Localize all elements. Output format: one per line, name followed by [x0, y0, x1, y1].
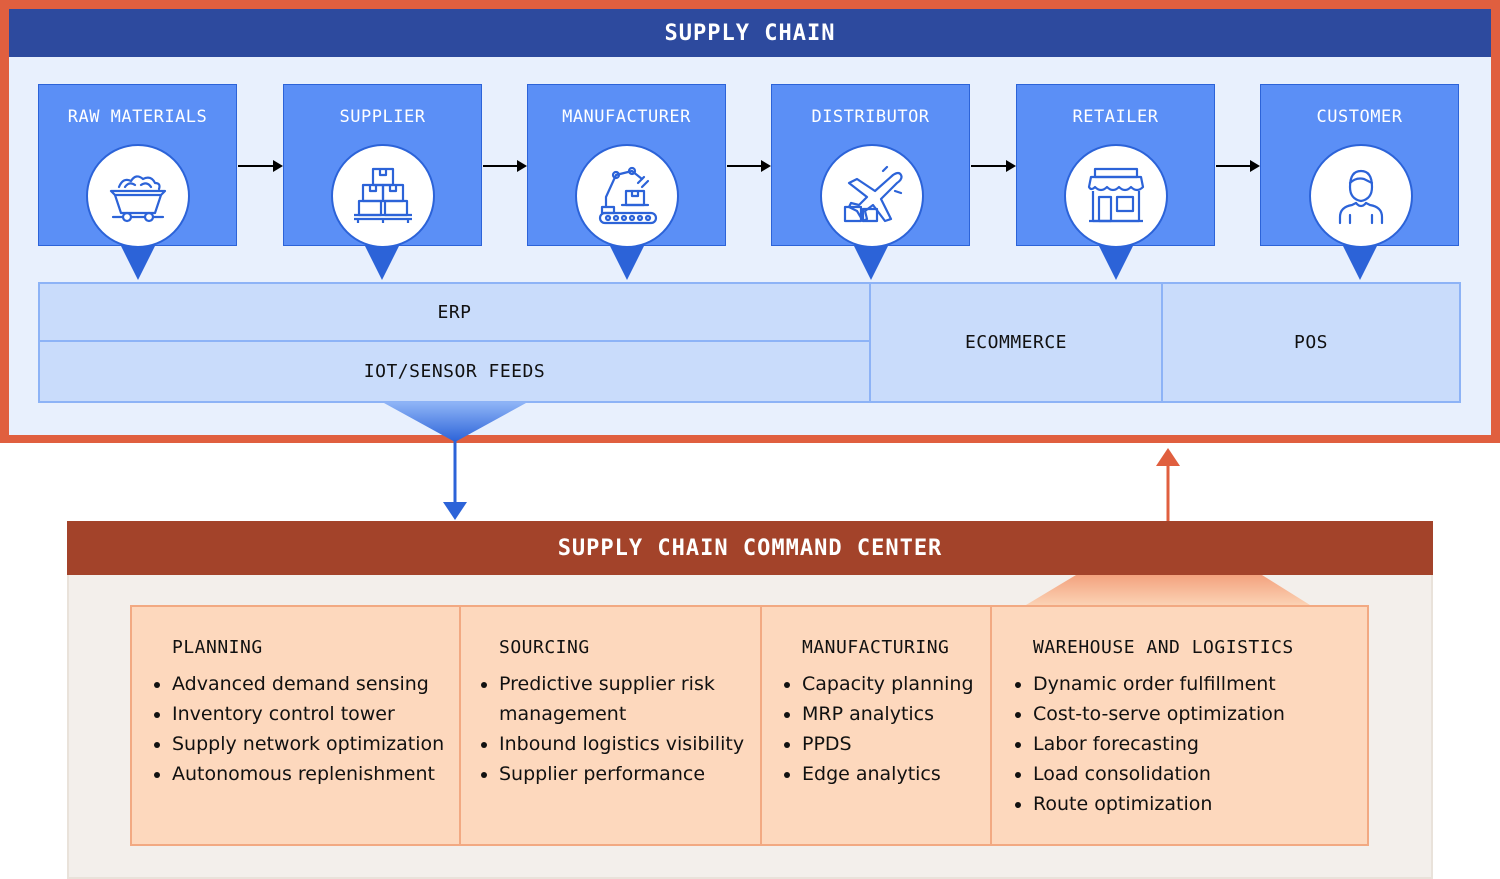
list-item: Capacity planning [802, 669, 974, 699]
list-item: Predictive supplier risk management [499, 669, 769, 729]
up-arrow-head [1156, 448, 1180, 466]
stage-pointer [365, 246, 399, 280]
airplane-boxes-icon [820, 144, 924, 248]
stage-pointer [610, 246, 644, 280]
stage-label: SUPPLIER [339, 107, 426, 127]
list-item: Autonomous replenishment [172, 759, 444, 789]
capability-title: WAREHOUSE AND LOGISTICS [1033, 637, 1294, 658]
capability-list: Capacity planning MRP analytics PPDS Edg… [784, 669, 974, 789]
stage-pointer [854, 246, 888, 280]
list-item: Advanced demand sensing [172, 669, 444, 699]
list-item: Load consolidation [1033, 759, 1285, 789]
capability-warehouse-and-logistics: WAREHOUSE AND LOGISTICS Dynamic order fu… [990, 605, 1369, 846]
system-iot-sensor-feeds: IOT/SENSOR FEEDS [38, 340, 871, 403]
insight-funnel-base [1026, 575, 1310, 605]
stage-label: RAW MATERIALS [67, 107, 208, 127]
list-item: Edge analytics [802, 759, 974, 789]
stage-pointer [1099, 246, 1133, 280]
stage-pointer [121, 246, 155, 280]
capability-title: SOURCING [499, 637, 590, 658]
flow-arrow [1216, 160, 1260, 172]
supply-chain-title: SUPPLY CHAIN [9, 9, 1491, 57]
flow-arrow [238, 160, 283, 172]
list-item: PPDS [802, 729, 974, 759]
ore-cart-icon [86, 144, 190, 248]
list-item: Inbound logistics visibility [499, 729, 769, 759]
flow-arrow [483, 160, 527, 172]
list-item: Cost-to-serve optimization [1033, 699, 1285, 729]
list-item: Labor forecasting [1033, 729, 1285, 759]
capability-manufacturing: MANUFACTURING Capacity planning MRP anal… [760, 605, 992, 846]
capability-sourcing: SOURCING Predictive supplier risk manage… [459, 605, 762, 846]
stage-pointer [1343, 246, 1377, 280]
robotic-arm-icon [575, 144, 679, 248]
list-item: Supplier performance [499, 759, 769, 789]
capability-title: PLANNING [172, 637, 263, 658]
list-item: Inventory control tower [172, 699, 444, 729]
list-item: Supply network optimization [172, 729, 444, 759]
list-item: Dynamic order fulfillment [1033, 669, 1285, 699]
storefront-icon [1064, 144, 1168, 248]
system-ecommerce: ECOMMERCE [869, 282, 1163, 403]
stage-label: RETAILER [1072, 107, 1159, 127]
stage-label: DISTRIBUTOR [811, 107, 930, 127]
command-center-title: SUPPLY CHAIN COMMAND CENTER [67, 521, 1433, 575]
stage-label: MANUFACTURER [562, 107, 691, 127]
flow-arrow [727, 160, 771, 172]
capability-planning: PLANNING Advanced demand sensing Invento… [130, 605, 461, 846]
data-funnel-down [384, 403, 526, 442]
stage-label: CUSTOMER [1316, 107, 1403, 127]
system-pos: POS [1161, 282, 1461, 403]
person-icon [1309, 144, 1413, 248]
capability-list: Predictive supplier risk management Inbo… [481, 669, 769, 789]
list-item: Route optimization [1033, 789, 1285, 819]
flow-arrow [971, 160, 1016, 172]
boxes-on-pallet-icon [331, 144, 435, 248]
capability-list: Advanced demand sensing Inventory contro… [154, 669, 444, 789]
list-item: MRP analytics [802, 699, 974, 729]
capability-title: MANUFACTURING [802, 637, 950, 658]
down-arrow-head [443, 502, 467, 520]
capability-list: Dynamic order fulfillment Cost-to-serve … [1015, 669, 1285, 819]
system-erp: ERP [38, 282, 871, 342]
